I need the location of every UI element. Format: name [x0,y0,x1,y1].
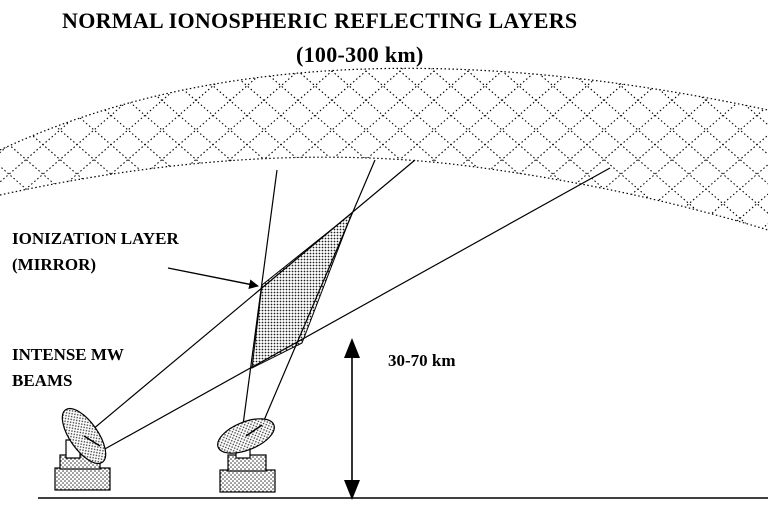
dome-bottom-edge [0,156,768,231]
beam-center-1 [242,169,278,426]
antenna-left [54,407,111,491]
ionization-label-line-1: IONIZATION LAYER [12,229,179,248]
antenna-center [217,418,276,493]
beams-label-line-1: INTENSE MW [12,345,124,364]
ionosphere-dome [0,68,768,230]
altitude-arrow [344,338,360,500]
title-line-2: (100-300 km) [296,42,424,67]
dome-top-edge [0,67,768,151]
beams-label-line-2: BEAMS [12,371,73,390]
title-line-1: NORMAL IONOSPHERIC REFLECTING LAYERS [62,8,578,33]
mirror-pointer-arrow [167,267,259,290]
ionization-label-line-2: (MIRROR) [12,255,97,274]
altitude-label: 30-70 km [388,351,456,370]
mw-beams [79,159,611,451]
ionization-mirror [251,211,354,369]
beam-left-1 [79,159,416,441]
beam-center-2 [261,159,376,426]
beam-left-2 [102,167,611,451]
